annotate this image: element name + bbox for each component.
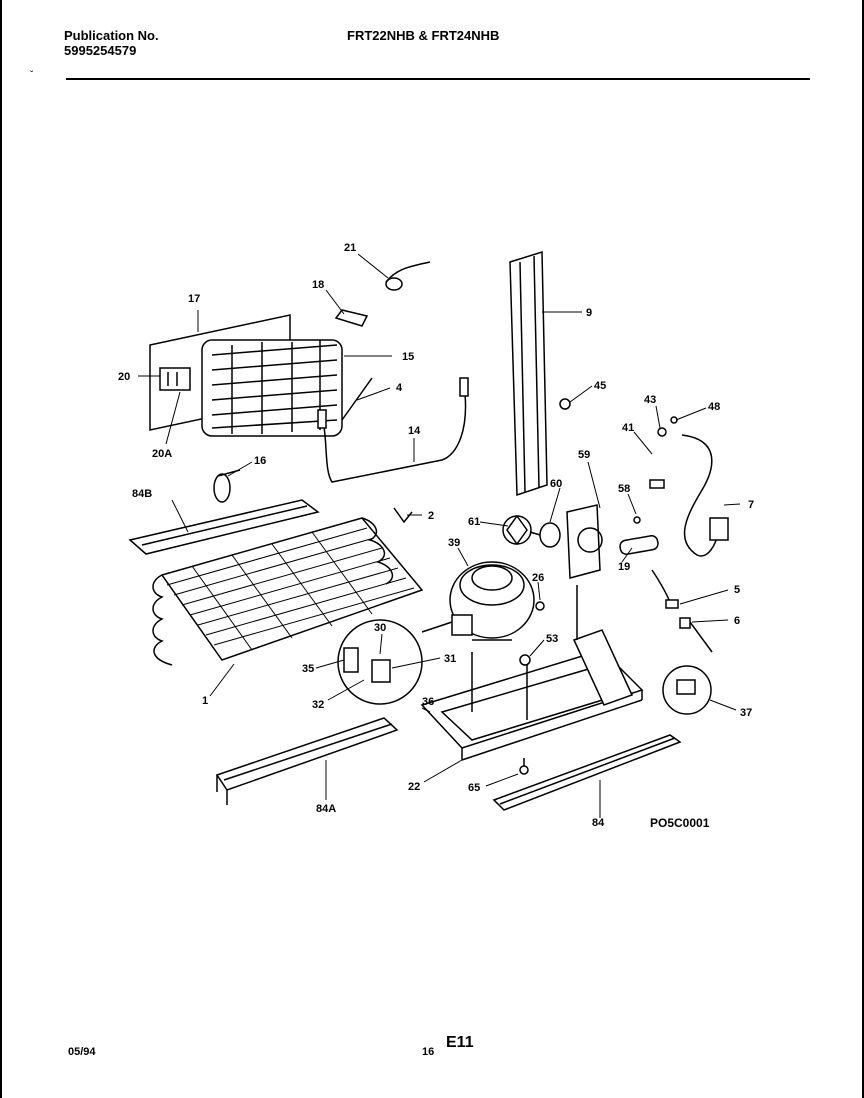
base-tray-part [420,649,644,761]
callout-60: 60 [550,478,562,490]
screw-parts [519,398,678,775]
wire-harness-small-part [334,261,431,327]
callout-19: 19 [618,561,630,573]
model-numbers: FRT22NHB & FRT24NHB [347,28,500,43]
callout-7: 7 [748,499,754,511]
footer-section: E11 [446,1034,474,1051]
margin-mark: ˇ [30,70,34,81]
rail-84a-part [215,717,399,805]
callout-39: 39 [448,537,460,549]
leader-lines [138,253,741,818]
callout-5: 5 [734,584,740,596]
callout-35: 35 [302,663,314,675]
callout-32: 32 [312,699,324,711]
callout-84a: 84A [316,803,336,815]
header-rule [66,78,810,80]
publication-label: Publication No. [64,28,159,43]
callout-14: 14 [408,425,421,437]
callout-84b: 84B [132,488,152,500]
callout-48: 48 [708,401,720,413]
callout-65: 65 [468,782,480,794]
upper-bracket-part [128,499,320,555]
footer-date: 05/94 [68,1046,96,1058]
callout-36: 36 [422,696,434,708]
callout-61: 61 [468,516,480,528]
callout-1: 1 [202,695,208,707]
evaporator-coil-part [152,517,424,666]
callout-30: 30 [374,622,386,634]
relay-part [651,569,679,609]
fan-motor-part [529,522,561,548]
grommet-ring-part [213,469,241,503]
compressor-part [449,561,535,641]
callout-26: 26 [532,572,544,584]
callout-59: 59 [578,449,590,461]
callout-53: 53 [546,633,558,645]
publication-block: Publication No. 5995254579 [64,28,159,58]
callout-2: 2 [428,510,434,522]
callout-15: 15 [402,351,414,363]
callout-18: 18 [312,279,324,291]
callout-58: 58 [618,483,630,495]
relay-detail-circle [337,619,453,705]
callout-20a: 20A [152,448,172,460]
drier-tube-part [317,377,469,483]
callout-22: 22 [408,781,420,793]
publication-number: 5995254579 [64,43,137,58]
callout-4: 4 [396,382,403,394]
fan-bracket-part [566,504,603,579]
callout-43: 43 [644,394,656,406]
callout-20: 20 [118,371,130,383]
tube-insulator-part [619,535,659,555]
condenser-clip-part [159,367,191,391]
callout-45: 45 [594,380,606,392]
callout-41: 41 [622,422,634,434]
callout-37: 37 [740,707,752,719]
fan-shroud-part [572,585,634,706]
footer-page-number: 16 [422,1046,435,1058]
overload-part [679,617,713,653]
callout-84: 84 [592,817,605,829]
power-cord-part [649,434,729,557]
callout-16: 16 [254,455,266,467]
condenser-coil-part [201,339,343,437]
callout-31: 31 [444,653,456,665]
terminal-cover-part [662,665,712,715]
callout-9: 9 [586,307,592,319]
condenser-fan-part [502,514,532,546]
figure-code: PO5C0001 [650,816,710,830]
mounting-channel-part [509,250,548,497]
callout-6: 6 [734,615,740,627]
callout-17: 17 [188,293,200,305]
rail-84-part [492,734,682,811]
callout-21: 21 [344,242,356,254]
